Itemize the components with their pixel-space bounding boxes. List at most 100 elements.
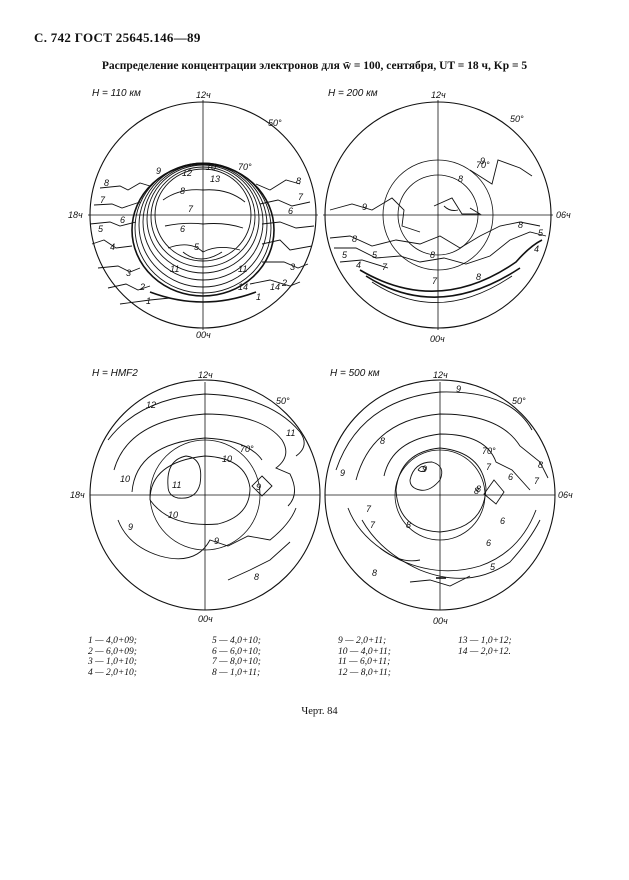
latitude-70-label: 70° [482,446,496,456]
time-label-top: 12ч [431,90,446,100]
contour-label: 6 [288,206,293,216]
contour-labels: 9 8 9 9 7 8 7 6 8 7 7 6 8 8 5 6 8 [340,384,543,578]
legend-item: 4 — 2,0+10; [88,667,137,678]
contour-label: 6 [120,215,125,225]
contour-label: 9 [422,464,427,474]
contour-label: 7 [370,520,376,530]
contour-label: 8 [458,174,463,184]
contour-label: 6 [180,224,185,234]
contour-label: 9 [340,468,345,478]
contour-label: 1 [146,296,151,306]
contour-label: 11 [238,264,247,274]
legend-item: 12 — 8,0+11; [338,667,391,678]
panel-hmf2: H = HMF2 12ч 00ч 18ч 50° 70° 12 11 10 11… [70,368,321,624]
latitude-70-label: 70° [240,444,254,454]
contour-label: 11 [170,264,179,274]
contour-label: 14 [270,282,280,292]
contour-label: 4 [356,260,361,270]
contour-label: 8 [380,436,385,446]
contour-label: 5 [372,250,378,260]
contour-label: 8 [180,186,185,196]
contour-label: 1 [256,292,261,302]
contour-label: 8 [104,178,109,188]
contour-label: 7 [486,462,492,472]
contour-label: 8 [476,484,481,494]
contour-label: 5 [490,562,496,572]
contour-label: 8 [474,486,479,496]
contour-label: 7 [432,276,438,286]
contour-label: 12 [146,400,156,410]
legend-item: 14 — 2,0+12. [458,646,511,657]
time-label-top: 12ч [198,370,213,380]
legend-column-2: 5 — 4,0+10; 6 — 6,0+10; 7 — 8,0+10; 8 — … [212,636,261,678]
time-label-bottom: 00ч [430,334,445,344]
time-label-bottom: 00ч [196,330,211,340]
contour-label: 8 [296,176,301,186]
contour-label: 14 [238,282,248,292]
legend-column-3: 9 — 2,0+11; 10 — 4,0+11; 11 — 6,0+11; 12… [338,636,391,678]
time-label-bottom: 00ч [433,616,448,626]
time-label-top: 12ч [433,370,448,380]
legend-item: 1 — 4,0+09; [88,636,137,646]
contour-label: 2 [281,278,287,288]
contour-label: 3 [290,262,295,272]
contour-label: 7 [188,204,194,214]
time-label-right: 06ч [556,210,571,220]
contour-label: 11 [286,428,295,438]
panel-h110: H = 110 км 12ч 00ч 18ч 50° 70° 9 8 7 6 5… [68,88,318,340]
contour-label: 8 [406,520,411,530]
figure-title: Распределение концентрации электронов дл… [101,60,528,72]
contour-label: 5 [194,242,200,252]
contour-label: 8 [352,234,357,244]
latitude-50-label: 50° [512,396,526,406]
contour-label: 8 [518,220,523,230]
contour-label: 7 [100,195,106,205]
contour-label: 9 [214,536,219,546]
legend-item: 11 — 6,0+11; [338,657,391,667]
contour-label: 10 [120,474,130,484]
contour-label: 10 [168,510,178,520]
latitude-70-label: 70° [476,160,490,170]
contour-label: 9 [128,522,133,532]
latitude-70-label: 70° [238,162,252,172]
legend-item: 6 — 6,0+10; [212,646,261,657]
contour-label: 10 [206,162,216,172]
contour-label: 3 [126,268,131,278]
contour-label: 4 [110,242,115,252]
time-label-bottom: 00ч [198,614,213,624]
height-label: H = HMF2 [92,368,138,379]
contour-label: 4 [534,244,539,254]
legend-item: 10 — 4,0+11; [338,646,391,657]
page-header: С. 742 ГОСТ 25645.146—89 [34,30,201,45]
legend-column-1: 1 — 4,0+09; 2 — 6,0+09; 3 — 1,0+10; 4 — … [88,636,137,678]
contour-label: 13 [210,174,220,184]
contour-label: 9 [480,156,485,166]
contour-label: 2 [139,282,145,292]
contour-label: 9 [256,482,261,492]
contour-label: 7 [534,476,540,486]
contour-label: 10 [222,454,232,464]
legend-item: 3 — 1,0+10; [88,657,137,667]
contour-labels: 12 11 10 11 10 10 9 9 9 8 [120,400,295,582]
legend-item: 5 — 4,0+10; [212,636,261,646]
height-label: H = 200 км [328,88,378,99]
contour-label: 12 [182,168,192,178]
contour-label: 7 [366,504,372,514]
contour-label: 6 [500,516,505,526]
panel-h200: H = 200 км 12ч 00ч 06ч 50° 70° 9 8 9 8 8… [323,88,571,344]
time-label-right: 06ч [558,490,573,500]
height-label: H = 500 км [330,368,380,379]
contour-label: 8 [538,460,543,470]
contour-label: 9 [362,202,367,212]
legend-item: 13 — 1,0+12; [458,636,512,646]
legend-item: 9 — 2,0+11; [338,636,387,646]
contour-label: 9 [156,166,161,176]
contour-label: 6 [508,472,513,482]
contour-label: 8 [372,568,377,578]
latitude-50-label: 50° [276,396,290,406]
contour-label: 11 [172,480,181,490]
contour-labels: 9 8 7 6 5 4 3 2 1 10 11 12 13 14 8 7 6 5… [98,162,304,306]
time-label-left: 18ч [68,210,83,220]
legend-item: 7 — 8,0+10; [212,657,261,667]
contour-label: 5 [98,224,104,234]
